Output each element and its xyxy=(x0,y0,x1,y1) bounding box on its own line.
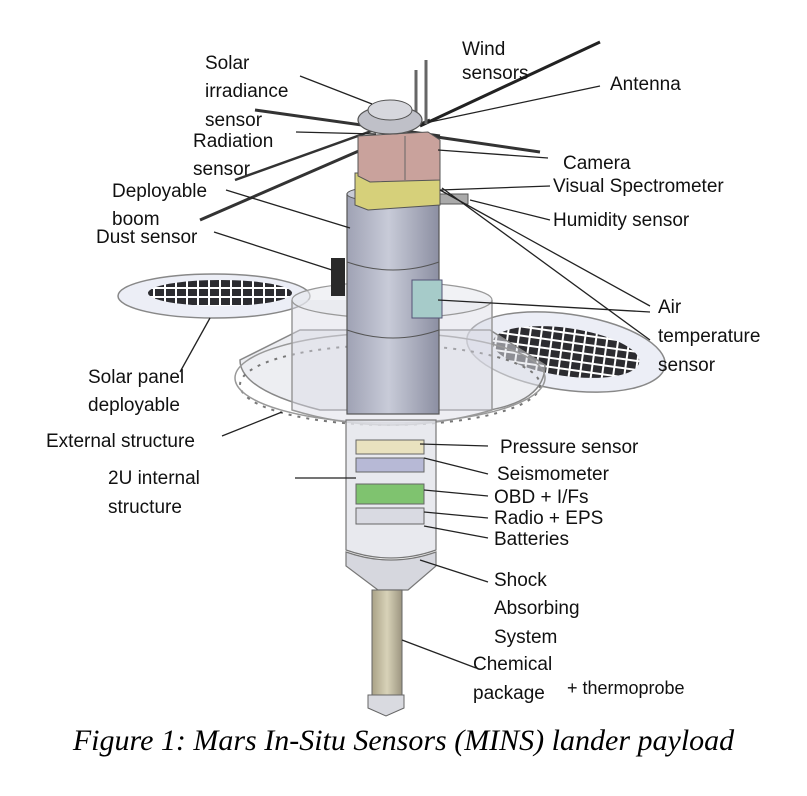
shock-absorber-cone xyxy=(345,551,437,591)
label-batteries: Batteries xyxy=(494,529,569,550)
label-shock-2: Absorbing xyxy=(494,598,580,619)
label-obd: OBD + I/Fs xyxy=(494,487,589,508)
label-pressure-sensor: Pressure sensor xyxy=(500,437,639,458)
label-wind-sensors: Wind sensors xyxy=(462,39,529,84)
label-air-temperature-1: Air xyxy=(658,297,682,318)
label-solar-irradiance-2: irradiance xyxy=(205,81,289,102)
boom-rod-left xyxy=(234,126,381,182)
leader-lines xyxy=(179,75,651,669)
label-deployable-boom-1: Deployable xyxy=(112,181,208,202)
label-humidity-sensor: Humidity sensor xyxy=(553,210,690,231)
label-solar-panel-1: Solar panel xyxy=(88,367,185,388)
label-solar-panel-2: deployable xyxy=(88,395,180,416)
humidity-sensor xyxy=(439,193,469,205)
label-radiation-2: sensor xyxy=(193,159,251,180)
label-shock-3: System xyxy=(494,627,558,648)
label-external-structure: External structure xyxy=(46,431,195,452)
label-air-temperature-2: temperature xyxy=(658,326,761,347)
label-air-temperature-3: sensor xyxy=(658,355,716,376)
label-shock-1: Shock xyxy=(494,570,547,591)
antenna-rod-3 xyxy=(429,134,541,154)
external-rim xyxy=(239,344,541,426)
label-chemical-1: Chemical xyxy=(473,654,553,675)
antenna-rod xyxy=(419,40,601,128)
label-radio-eps: Radio + EPS xyxy=(494,508,604,529)
solar-cells-left xyxy=(148,280,292,306)
label-deployable-boom-2: boom xyxy=(112,209,160,230)
label-seismometer: Seismometer xyxy=(497,464,609,485)
label-internal-structure-2: structure xyxy=(108,497,182,518)
label-visual-spectrometer: Visual Spectrometer xyxy=(553,176,724,197)
label-radiation-1: Radiation xyxy=(193,131,274,152)
label-dust-sensor: Dust sensor xyxy=(96,227,198,248)
label-internal-structure-1: 2U internal xyxy=(108,468,200,489)
dust-sensor-box xyxy=(331,258,345,296)
label-thermoprobe: + thermoprobe xyxy=(567,678,685,698)
figure-caption: Figure 1: Mars In-Situ Sensors (MINS) la… xyxy=(72,724,735,757)
green-board xyxy=(355,483,425,505)
label-chemical-2: package xyxy=(473,683,545,704)
radiation-box xyxy=(357,131,441,183)
label-solar-irradiance-3: sensor xyxy=(205,110,263,131)
label-camera: Camera xyxy=(563,153,631,174)
label-solar-irradiance-1: Solar xyxy=(205,53,250,74)
chemical-probe xyxy=(371,589,403,696)
air-temperature-box xyxy=(411,279,443,319)
label-antenna: Antenna xyxy=(610,74,681,95)
